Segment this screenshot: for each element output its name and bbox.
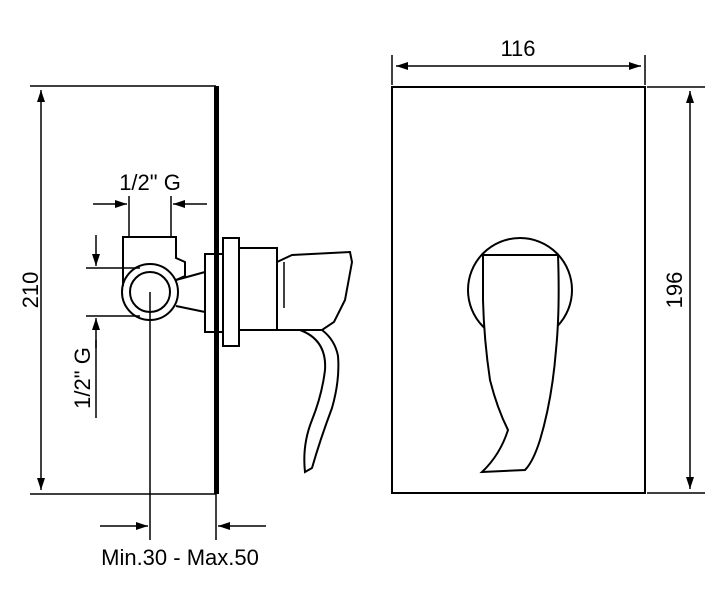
handle-base [238, 247, 278, 331]
inlet-stub [122, 236, 186, 286]
thread-top-label: 1/2" G [119, 170, 181, 195]
wall-plate-side [214, 86, 219, 494]
side-view [121, 86, 354, 494]
lever-handle-side [276, 250, 354, 474]
cover-plate-front [391, 86, 646, 494]
lever-handle-front [479, 254, 560, 474]
thread-side-label: 1/2" G [70, 347, 95, 409]
dim-116-label: 116 [500, 36, 535, 61]
front-dimensions [391, 55, 705, 494]
dim-210-label: 210 [18, 272, 43, 309]
side-dimensions [30, 85, 266, 540]
wall-depth-label: Min.30 - Max.50 [101, 545, 259, 570]
dim-196-label: 196 [662, 272, 687, 309]
flange-front [222, 237, 240, 347]
front-view [391, 86, 646, 494]
